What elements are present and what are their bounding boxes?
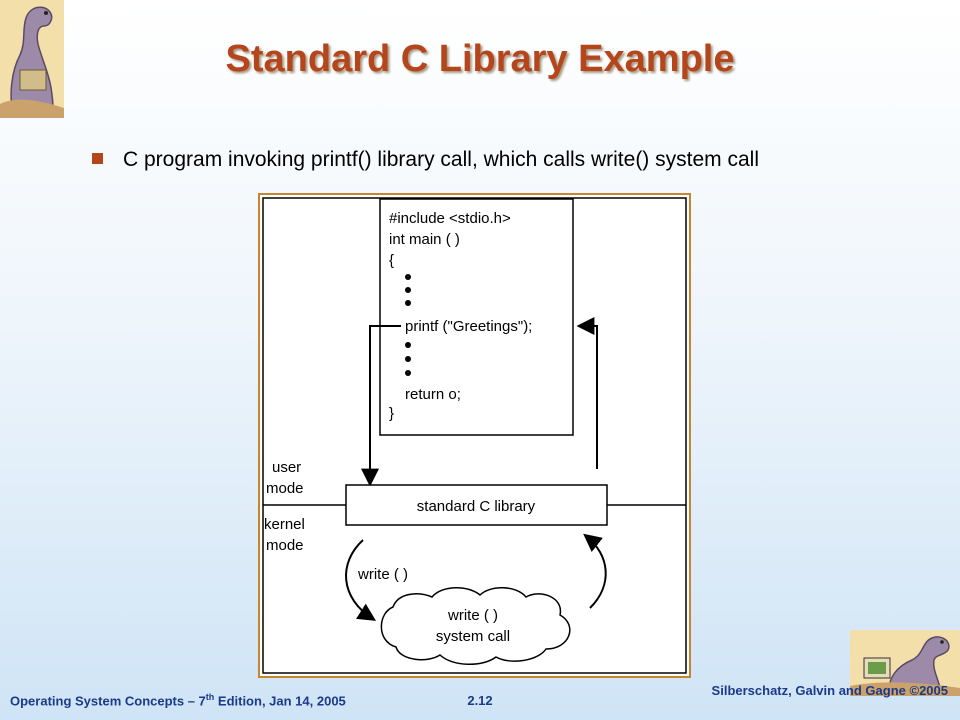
ellipsis-dot: [405, 274, 411, 280]
system-call-label: write ( ): [447, 607, 498, 624]
kernel-mode-label: mode: [266, 537, 304, 554]
ellipsis-dot: [405, 300, 411, 306]
code-line-close-brace: }: [389, 405, 394, 422]
code-line-printf: printf ("Greetings");: [405, 318, 532, 335]
ellipsis-dot: [405, 356, 411, 362]
slide-title: Standard C Library Example: [225, 38, 735, 80]
standard-c-library-label: standard C library: [417, 498, 536, 515]
printf-write-diagram: #include <stdio.h> int main ( ) { printf…: [258, 193, 691, 678]
code-box: [379, 198, 574, 436]
code-line-open-brace: {: [389, 252, 394, 269]
dinosaur-reading-icon: [0, 0, 64, 118]
system-call-label: system call: [436, 628, 510, 645]
footer-left: Operating System Concepts – 7th Edition,…: [10, 691, 346, 708]
user-mode-label: mode: [266, 480, 304, 497]
code-line-main: int main ( ): [389, 231, 460, 248]
footer-page-number: 2.12: [467, 693, 493, 708]
ellipsis-dot: [405, 287, 411, 293]
ellipsis-dot: [405, 370, 411, 376]
syscall-return-arrow: [583, 533, 607, 609]
bullet-marker-icon: [92, 153, 103, 164]
return-arrow: [576, 317, 598, 469]
kernel-mode-label: kernel: [264, 516, 305, 533]
standard-c-library-box: [345, 484, 608, 526]
bullet-text: C program invoking printf() library call…: [123, 148, 759, 171]
user-mode-label: user: [272, 459, 301, 476]
call-arrow: [361, 325, 401, 487]
dinosaur-computer-icon: [850, 630, 960, 696]
code-line-include: #include <stdio.h>: [389, 210, 511, 227]
footer-copyright: Silberschatz, Galvin and Gagne ©2005: [711, 683, 948, 698]
write-call-arrow: [345, 539, 377, 621]
bullet-item: C program invoking printf() library call…: [92, 148, 759, 172]
code-line-return: return o;: [405, 386, 461, 403]
write-call-label: write ( ): [357, 566, 408, 583]
ellipsis-dot: [405, 342, 411, 348]
system-call-cloud: [380, 587, 571, 665]
